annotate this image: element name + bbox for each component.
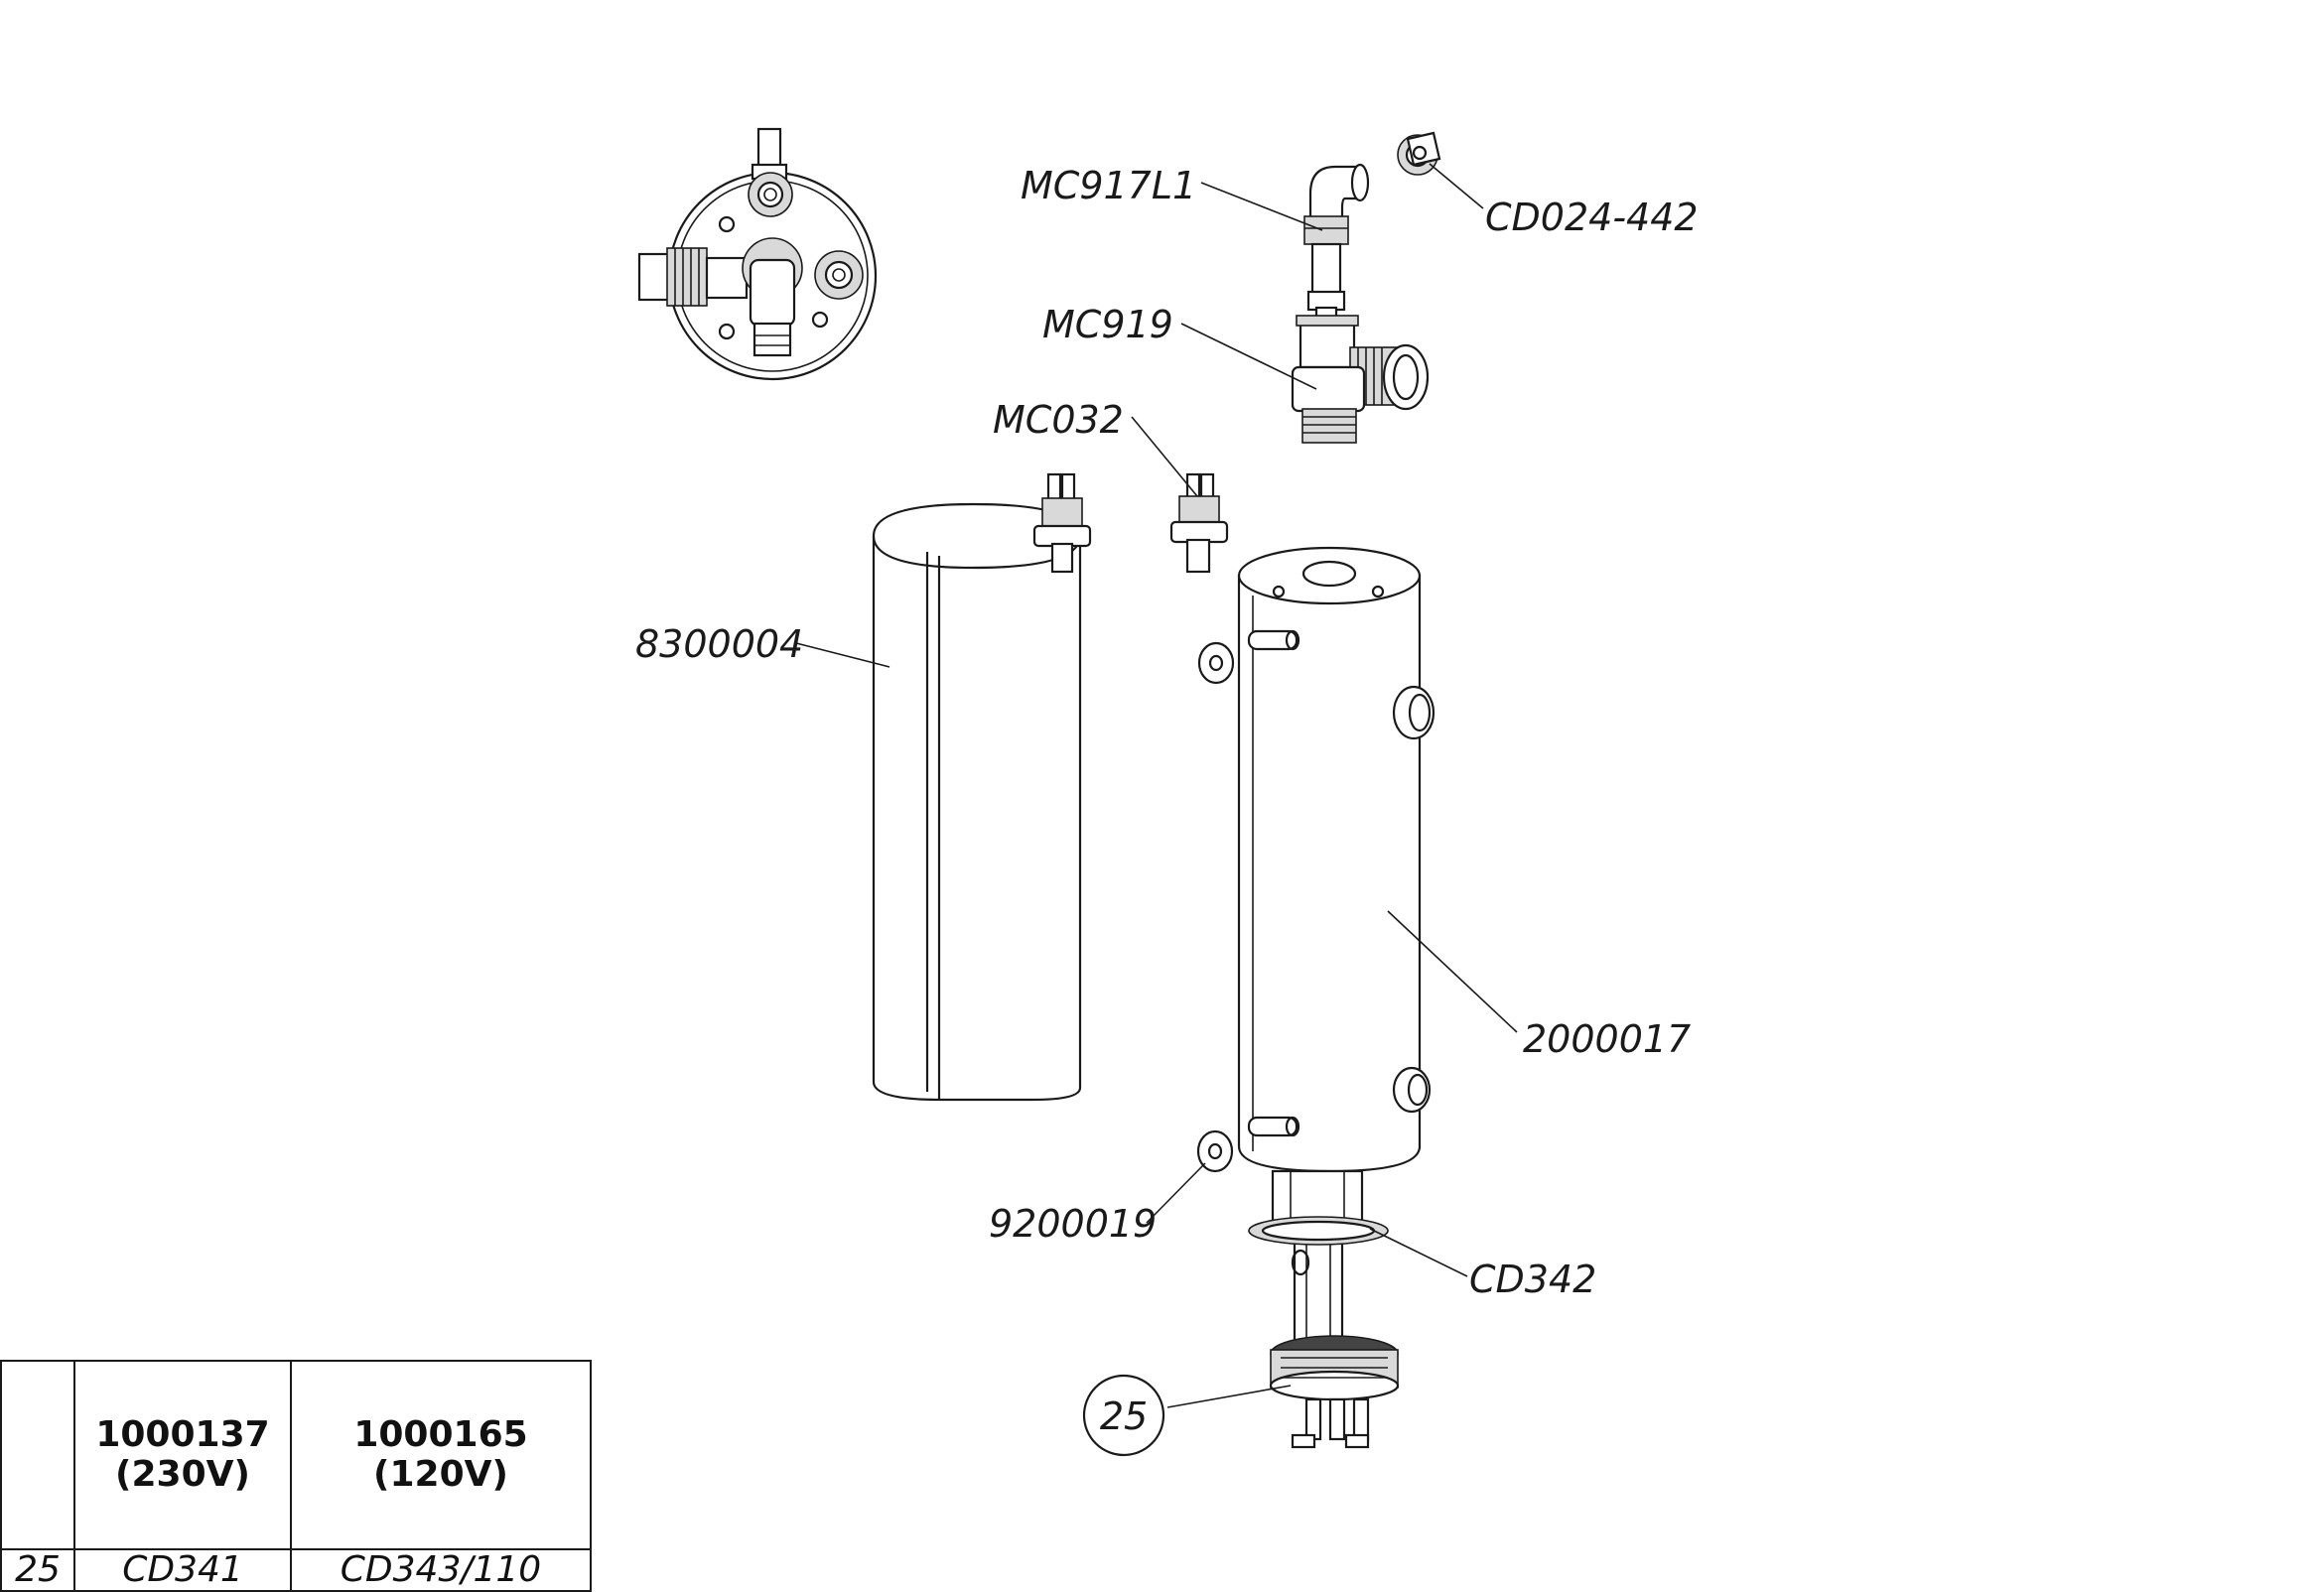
header-120v-code: 1000165 xyxy=(353,1414,528,1455)
row-item-number: 25 xyxy=(0,1548,75,1592)
variant-table-header: 1000137 (230V) 1000165 (120V) xyxy=(0,1360,592,1550)
label-9200019: 9200019 xyxy=(989,1202,1157,1246)
variant-table: 1000137 (230V) 1000165 (120V) 25 CD341 C… xyxy=(0,1360,592,1592)
callout-balloon-25: 25 xyxy=(1082,1374,1165,1457)
callout-number: 25 xyxy=(1100,1394,1148,1438)
header-230v-cell: 1000137 (230V) xyxy=(73,1360,292,1550)
cd024-fitting xyxy=(1397,131,1441,176)
header-120v-cell: 1000165 (120V) xyxy=(290,1360,592,1550)
header-blank-cell xyxy=(0,1360,75,1550)
label-8300004: 8300004 xyxy=(635,622,803,666)
label-mc917l1: MC917L1 xyxy=(1021,164,1196,207)
row-230v-part: CD341 xyxy=(73,1548,292,1592)
boiler-tank xyxy=(1196,546,1435,1233)
leader-lines xyxy=(795,163,1518,1408)
label-mc032: MC032 xyxy=(993,398,1124,442)
valve-assembly xyxy=(1291,163,1430,444)
label-cd024-442: CD024-442 xyxy=(1485,196,1699,239)
label-2000017: 2000017 xyxy=(1523,1017,1691,1061)
header-230v-voltage: (230V) xyxy=(115,1454,250,1495)
heating-element xyxy=(1248,1216,1400,1449)
header-230v-code: 1000137 xyxy=(95,1414,270,1455)
label-mc919: MC919 xyxy=(1042,303,1173,346)
thermostat-mc032 xyxy=(1169,472,1229,574)
insulation-sleeve xyxy=(872,472,1092,1102)
header-120v-voltage: (120V) xyxy=(373,1454,508,1495)
boiler-top-view xyxy=(637,127,878,381)
row-120v-part: CD343/110 xyxy=(290,1548,592,1592)
label-cd342: CD342 xyxy=(1469,1258,1596,1301)
table-row: 25 CD341 CD343/110 xyxy=(0,1548,592,1592)
